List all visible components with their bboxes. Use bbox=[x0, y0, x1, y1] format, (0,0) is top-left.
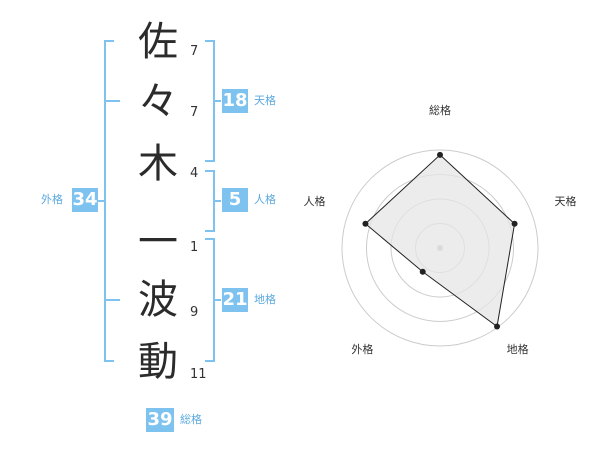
chikaku-label: 地格 bbox=[254, 293, 276, 306]
name-char-6: 動 bbox=[138, 339, 178, 385]
radar-label-chikaku: 地格 bbox=[506, 342, 529, 356]
name-char-5: 波 bbox=[138, 277, 178, 323]
chikaku-bracket-tick bbox=[213, 299, 221, 301]
radar-point-2 bbox=[494, 323, 501, 330]
gaikaku-bracket-tick bbox=[96, 200, 104, 202]
radar-label-jinkaku: 人格 bbox=[303, 195, 326, 209]
stroke-count-5: 9 bbox=[190, 305, 199, 320]
stroke-count-3: 4 bbox=[190, 166, 199, 181]
name-char-1: 佐 bbox=[138, 19, 178, 65]
radar-point-1 bbox=[511, 220, 518, 227]
gaikaku-inner-tick-2 bbox=[106, 299, 120, 301]
stroke-count-6: 11 bbox=[190, 367, 207, 382]
stroke-count-1: 7 bbox=[190, 44, 199, 59]
chikaku-value-badge: 21 bbox=[222, 288, 248, 312]
tenkaku-label: 天格 bbox=[254, 94, 276, 107]
radar-point-4 bbox=[362, 220, 369, 227]
gaikaku-label: 外格 bbox=[41, 193, 63, 206]
name-char-2: 々 bbox=[138, 79, 178, 125]
radar-ring bbox=[341, 149, 539, 347]
name-char-3: 木 bbox=[138, 141, 178, 187]
tenkaku-value-badge: 18 bbox=[222, 89, 248, 113]
radar-label-soukaku: 総格 bbox=[429, 104, 451, 117]
gaikaku-inner-tick-1 bbox=[106, 100, 120, 102]
tenkaku-bracket-tick bbox=[213, 100, 221, 102]
gaikaku-value-badge: 34 bbox=[72, 188, 98, 212]
jinkaku-bracket-tick bbox=[213, 200, 221, 202]
stroke-count-4: 1 bbox=[190, 240, 199, 255]
jinkaku-value-badge: 5 bbox=[222, 188, 248, 212]
radar-point-0 bbox=[437, 151, 443, 158]
stroke-count-2: 7 bbox=[190, 105, 199, 120]
radar-label-gaikaku: 外格 bbox=[351, 342, 374, 356]
radar-polygon bbox=[364, 154, 516, 328]
jinkaku-label: 人格 bbox=[254, 193, 276, 206]
soukaku-label: 総格 bbox=[180, 413, 202, 426]
radar-label-tenkaku: 天格 bbox=[554, 195, 577, 209]
soukaku-value-badge: 39 bbox=[146, 408, 174, 432]
gaikaku-bracket bbox=[104, 40, 114, 362]
name-char-4: 一 bbox=[138, 219, 178, 265]
radar-point-3 bbox=[419, 268, 426, 275]
